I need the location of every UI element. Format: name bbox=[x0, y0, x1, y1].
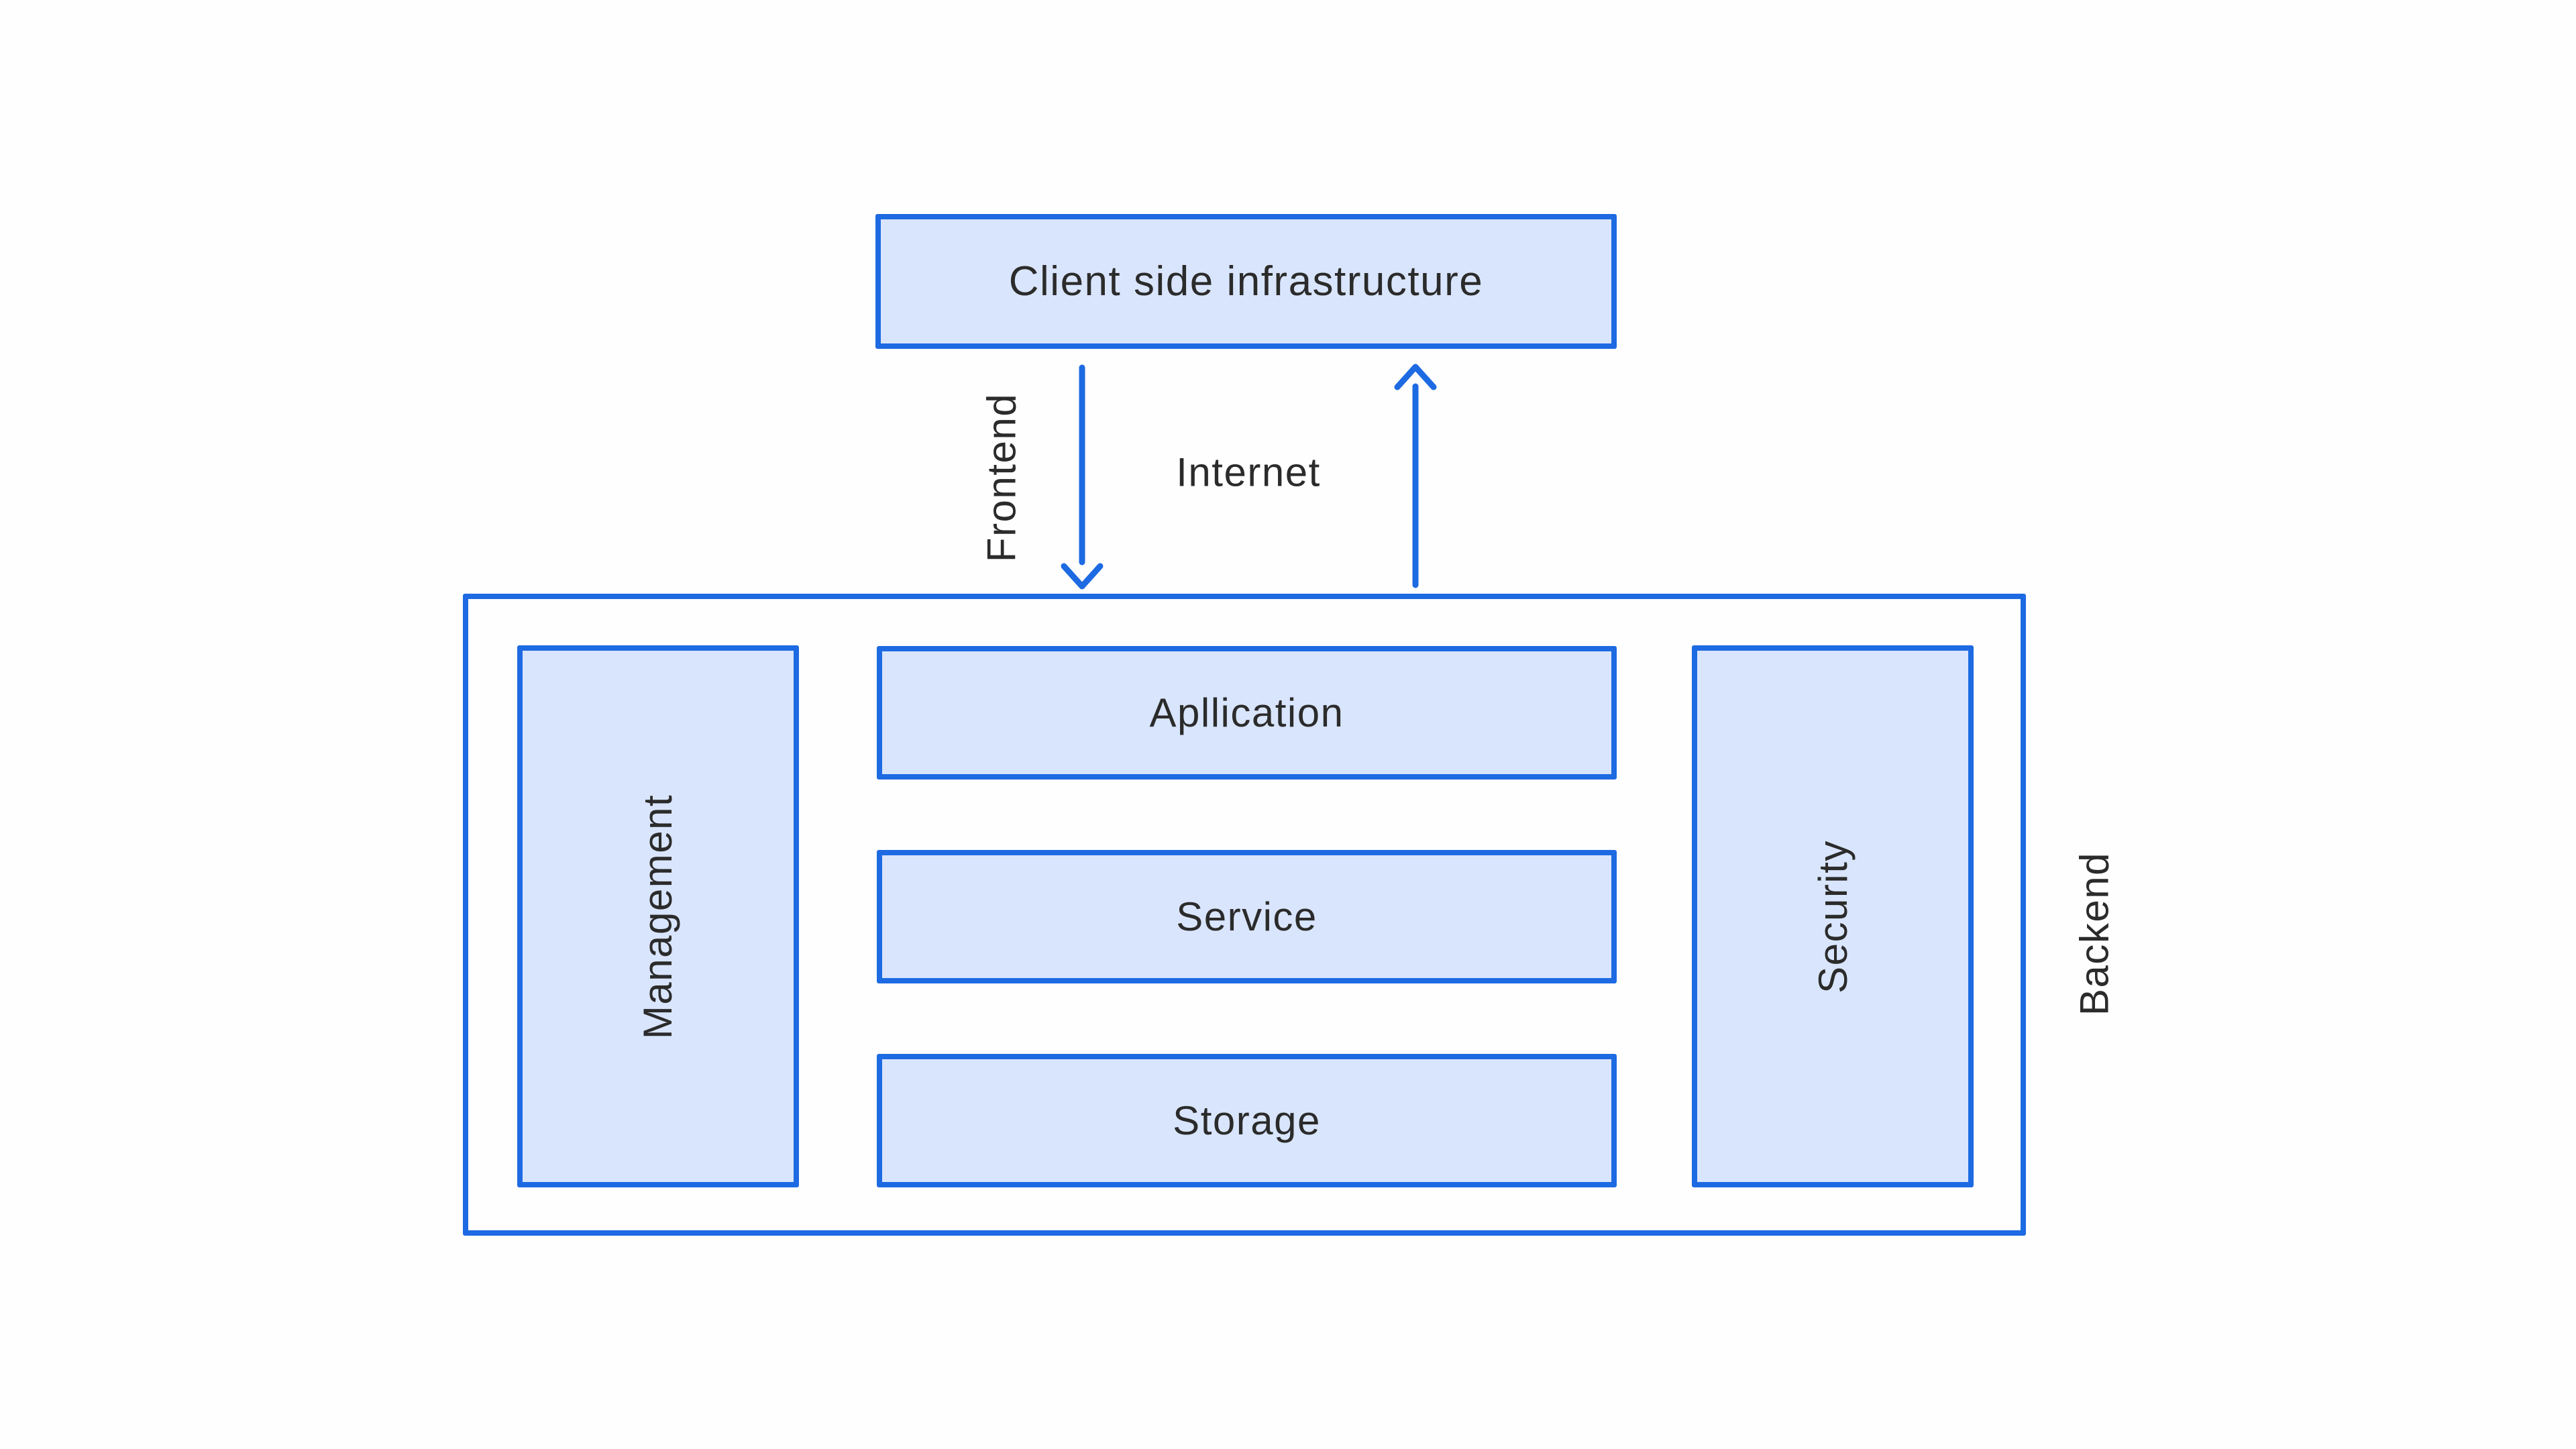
client-side-infrastructure-node: Client side infrastructure bbox=[875, 214, 1617, 349]
internet-label: Internet bbox=[1176, 449, 1321, 495]
arrow-down-icon bbox=[1061, 364, 1104, 590]
arrow-up-icon bbox=[1394, 364, 1437, 588]
security-label: Security bbox=[1810, 839, 1856, 994]
storage-label: Storage bbox=[1173, 1098, 1321, 1143]
security-node: Security bbox=[1692, 645, 1974, 1187]
frontend-label: Frontend bbox=[979, 392, 1024, 563]
client-side-infrastructure-label: Client side infrastructure bbox=[1008, 258, 1484, 305]
application-node: Apllication bbox=[877, 646, 1617, 780]
management-label: Management bbox=[635, 794, 681, 1039]
service-label: Service bbox=[1176, 894, 1318, 939]
application-label: Apllication bbox=[1149, 690, 1344, 735]
service-node: Service bbox=[877, 850, 1617, 983]
backend-label: Backend bbox=[2072, 852, 2117, 1016]
backend-container-box bbox=[463, 594, 2026, 1236]
storage-node: Storage bbox=[877, 1054, 1617, 1187]
management-node: Management bbox=[517, 645, 799, 1187]
